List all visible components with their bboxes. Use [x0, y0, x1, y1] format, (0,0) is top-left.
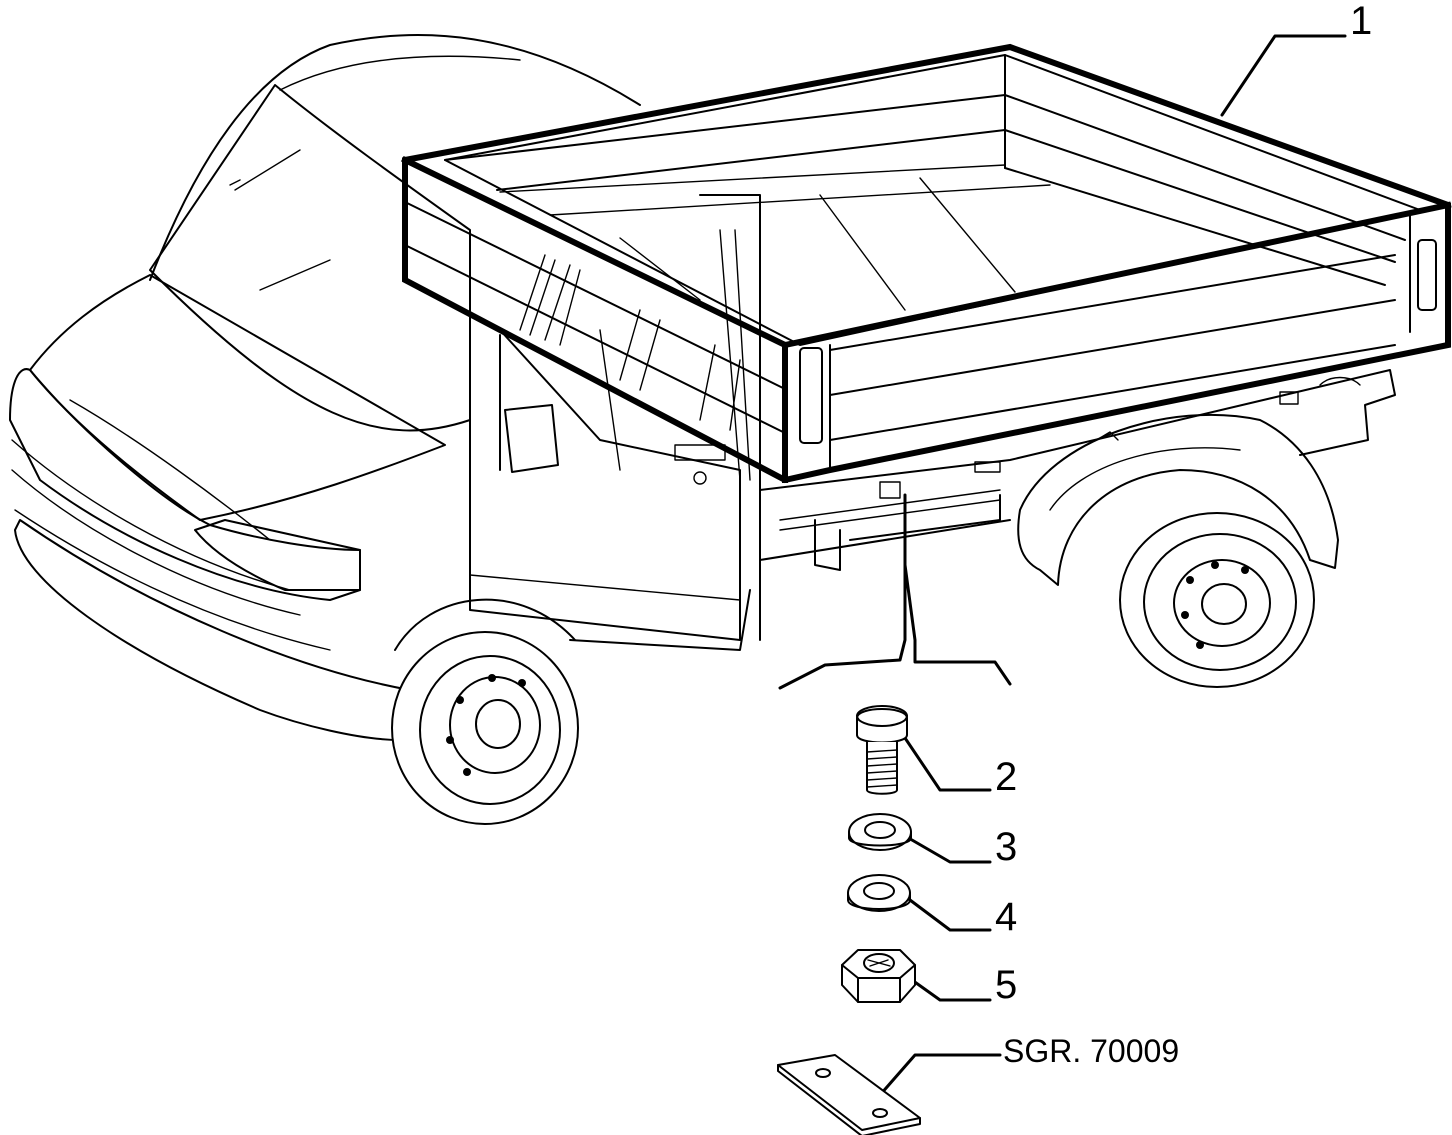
front-wheel: [391, 631, 579, 825]
callout-label-5: 5: [995, 963, 1017, 1007]
nut: [841, 949, 916, 1003]
mounting-plate: [777, 1054, 921, 1135]
leader-lines: [778, 34, 1347, 1097]
bolt: [856, 705, 908, 795]
washer-4: [847, 874, 911, 912]
cargo-body: [400, 43, 1452, 484]
callout-label-3: 3: [995, 825, 1017, 869]
truck-cab: [9, 33, 761, 741]
reference-label: SGR. 70009: [1003, 1033, 1179, 1069]
callout-label-1: 1: [1350, 0, 1372, 43]
callout-label-4: 4: [995, 895, 1017, 939]
chassis-frame: [759, 369, 1396, 571]
washer-3: [848, 813, 912, 851]
rear-wheel: [1017, 413, 1339, 688]
callout-label-2: 2: [995, 755, 1017, 799]
